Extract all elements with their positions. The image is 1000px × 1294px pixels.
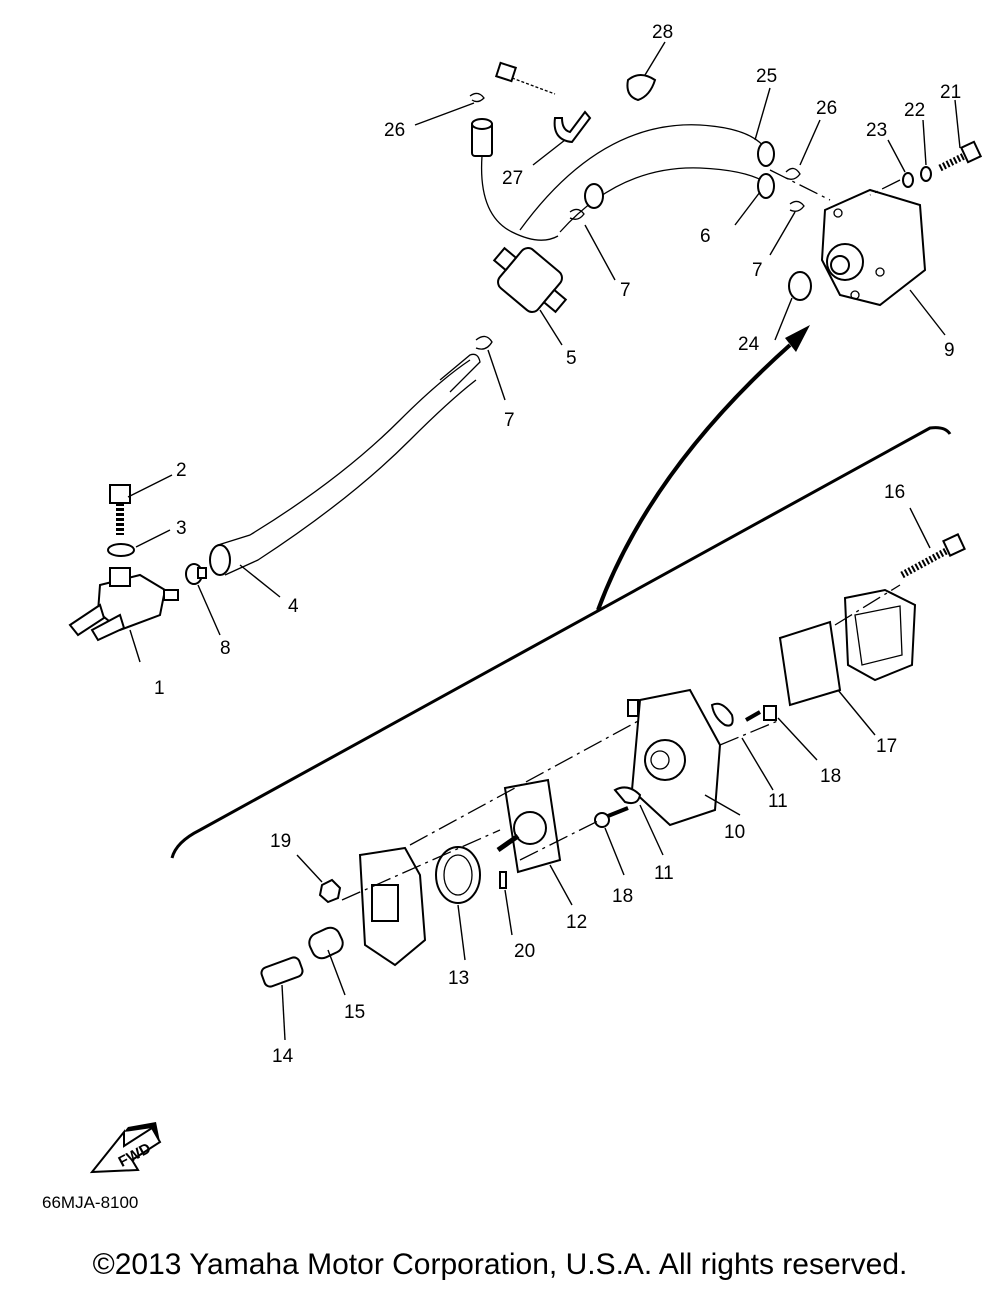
hose-6-end bbox=[757, 173, 775, 199]
callout-27: 27 bbox=[502, 168, 523, 189]
callout-4: 4 bbox=[288, 596, 299, 617]
callout-9: 9 bbox=[944, 340, 955, 361]
callout-26a: 26 bbox=[384, 120, 405, 141]
callout-24: 24 bbox=[738, 334, 760, 355]
plunger-14 bbox=[260, 956, 304, 988]
clip-28 bbox=[626, 74, 657, 102]
hose-fitting-upper bbox=[471, 118, 493, 157]
location-arrowhead bbox=[785, 325, 810, 352]
callout-1: 1 bbox=[154, 678, 165, 699]
screw-18-top bbox=[745, 705, 777, 722]
assembly-line-top-2 bbox=[869, 179, 901, 196]
parts-diagram: 1 2 3 4 5 6 7 7 7 8 9 10 11 11 12 13 14 … bbox=[42, 22, 983, 1212]
callout-19: 19 bbox=[270, 831, 291, 852]
bracket-bolt bbox=[494, 61, 556, 95]
callout-18a: 18 bbox=[820, 766, 841, 787]
callout-16: 16 bbox=[884, 482, 905, 503]
hose-6-mid bbox=[584, 183, 604, 209]
hose-25 bbox=[519, 124, 766, 231]
gasket-17 bbox=[778, 620, 842, 707]
callout-18b: 18 bbox=[612, 886, 633, 907]
pump-cover-plate bbox=[843, 588, 917, 682]
callout-12: 12 bbox=[566, 912, 587, 933]
callout-14: 14 bbox=[272, 1046, 294, 1067]
callout-7c: 7 bbox=[752, 260, 763, 281]
enclosure-outline bbox=[170, 426, 952, 859]
diaphragm-12 bbox=[496, 778, 562, 874]
assembly-centerline-main bbox=[409, 584, 901, 846]
callout-25: 25 bbox=[756, 66, 777, 87]
screw-21 bbox=[938, 140, 983, 172]
pump-base bbox=[358, 846, 427, 967]
clip-7-upper bbox=[569, 208, 585, 220]
screw-18-bottom bbox=[594, 806, 629, 828]
callout-17: 17 bbox=[876, 736, 897, 757]
pump-body-10 bbox=[627, 688, 722, 827]
fuel-joint-1 bbox=[68, 567, 179, 642]
fuel-filter bbox=[492, 246, 568, 314]
callout-20: 20 bbox=[514, 941, 535, 962]
clip-7-lower bbox=[475, 335, 493, 350]
bracket-27 bbox=[553, 110, 592, 144]
callout-15: 15 bbox=[344, 1002, 365, 1023]
clip-26-left bbox=[469, 92, 485, 103]
hose-4-segment bbox=[439, 353, 481, 393]
clip-26-right bbox=[785, 167, 801, 180]
hose-to-filter bbox=[480, 155, 559, 241]
callout-8: 8 bbox=[220, 638, 231, 659]
callout-26b: 26 bbox=[816, 98, 837, 119]
hose-25-end bbox=[757, 141, 775, 167]
assembly-line-top-1 bbox=[769, 169, 831, 201]
callout-2: 2 bbox=[176, 460, 187, 481]
callout-22: 22 bbox=[904, 100, 925, 121]
callout-10: 10 bbox=[724, 822, 745, 843]
screw-16 bbox=[900, 533, 966, 579]
clip-7-right bbox=[789, 200, 805, 212]
assembly-centerline-lower bbox=[341, 819, 601, 901]
fwd-arrow-icon: FWD bbox=[89, 1122, 162, 1174]
callout-7a: 7 bbox=[620, 280, 631, 301]
location-arrow bbox=[596, 343, 792, 611]
pump-cover-inner bbox=[854, 605, 903, 666]
callout-3: 3 bbox=[176, 518, 187, 539]
nut-19 bbox=[318, 878, 342, 904]
spring-15 bbox=[308, 926, 344, 960]
callout-13: 13 bbox=[448, 968, 469, 989]
callout-28: 28 bbox=[652, 22, 673, 43]
callout-labels: 1 2 3 4 5 6 7 7 7 8 9 10 11 11 12 13 14 … bbox=[154, 22, 961, 1067]
valve-11-bottom bbox=[613, 786, 642, 805]
diagram-code: 66MJA-8100 bbox=[42, 1193, 138, 1212]
callout-5: 5 bbox=[566, 348, 577, 369]
valve-11-top bbox=[710, 702, 734, 727]
pin-20 bbox=[499, 871, 507, 889]
washer-3 bbox=[107, 543, 135, 557]
leader-lines bbox=[127, 41, 961, 1041]
callout-11a: 11 bbox=[768, 791, 788, 812]
callout-11b: 11 bbox=[654, 863, 674, 884]
washer-22 bbox=[920, 166, 932, 182]
callout-23: 23 bbox=[866, 120, 887, 141]
washer-23 bbox=[902, 172, 914, 188]
o-ring-24 bbox=[788, 271, 812, 301]
clamp-8 bbox=[185, 563, 207, 585]
fuel-pump-9 bbox=[820, 188, 927, 307]
hose-4 bbox=[209, 359, 477, 576]
callout-6: 6 bbox=[700, 226, 711, 247]
spring-13 bbox=[435, 846, 481, 904]
callout-21: 21 bbox=[940, 82, 961, 103]
callout-7b: 7 bbox=[504, 410, 515, 431]
bolt-2 bbox=[109, 484, 131, 535]
copyright-notice: ©2013 Yamaha Motor Corporation, U.S.A. A… bbox=[92, 1248, 908, 1281]
